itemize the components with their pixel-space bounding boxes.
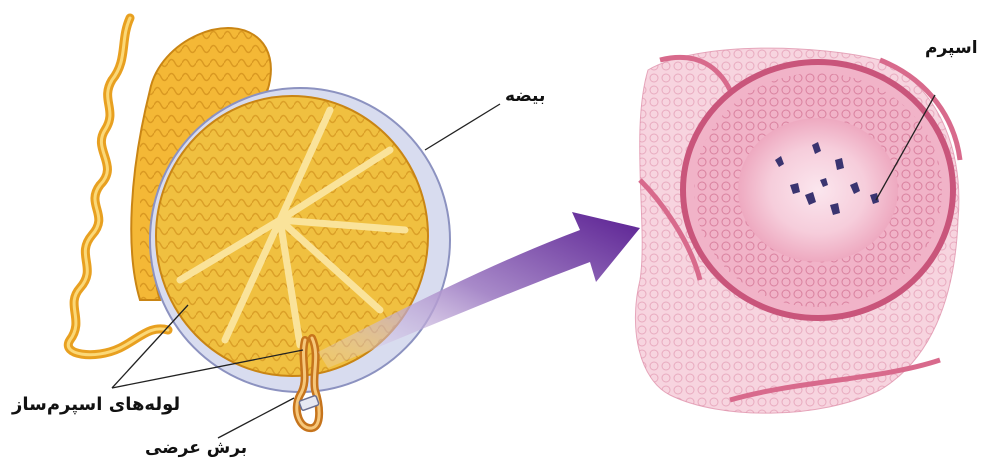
micrograph [635, 48, 960, 413]
testis-illustration [68, 18, 450, 428]
label-seminiferous-tubules: لوله‌های اسپرم‌ساز [12, 394, 180, 415]
leader-testis [425, 104, 500, 150]
leader-cross-section [218, 398, 294, 438]
label-sperm: اسپرم [925, 38, 978, 58]
label-cross-section: برش عرضی [145, 438, 247, 458]
label-testis: بیضه [505, 86, 545, 106]
